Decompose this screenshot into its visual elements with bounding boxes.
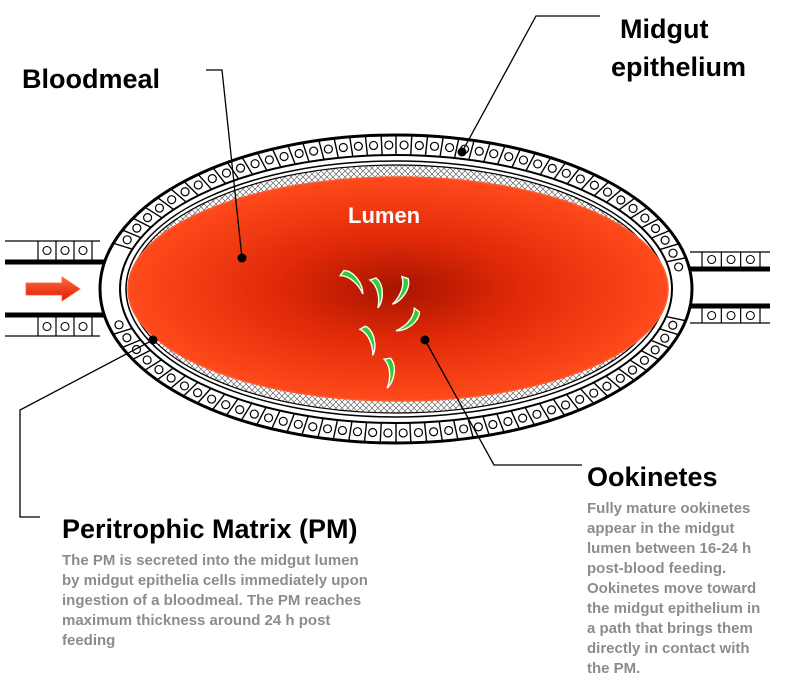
- ookinete-icon: [368, 277, 383, 309]
- ookinetes-leader: [424, 339, 582, 466]
- ookinetes-title: Ookinetes: [587, 462, 718, 492]
- ookinetes-group: [338, 269, 421, 389]
- ookinetes-description: Fully mature ookinetes appear in the mid…: [587, 499, 760, 679]
- pm-description: The PM is secreted into the midgut lumen…: [62, 551, 368, 651]
- pm-desc-line: maximum thickness around 24 h post: [62, 612, 331, 629]
- ookinete-icon: [395, 306, 421, 332]
- bloodmeal-leader: [206, 69, 243, 259]
- ookinetes-desc-line: Ookinetes move toward: [587, 580, 757, 597]
- ookinetes-desc-line: lumen between 16-24 h: [587, 540, 752, 557]
- ookinetes-desc-line: a path that brings them: [587, 620, 753, 637]
- pm-desc-line: The PM is secreted into the midgut lumen: [62, 552, 359, 569]
- ookinete-icon: [382, 357, 396, 389]
- ookinete-icon: [391, 275, 410, 305]
- ookinetes-desc-line: the PM.: [587, 660, 641, 677]
- lumen-bloodmeal: [127, 176, 669, 402]
- outlet-tube: [690, 251, 770, 324]
- midgut-label-line2: epithelium: [611, 52, 747, 82]
- ookinete-icon: [358, 325, 376, 356]
- pm-leader: [19, 339, 154, 518]
- midgut-leader: [461, 15, 600, 153]
- pm-desc-line: ingestion of a bloodmeal. The PM reaches: [62, 592, 362, 609]
- pm-desc-line: feeding: [62, 632, 116, 649]
- pm-title: Peritrophic Matrix (PM): [62, 514, 358, 544]
- ookinetes-desc-line: directly in contact with: [587, 640, 750, 657]
- ookinetes-desc-line: Fully mature ookinetes: [587, 500, 751, 517]
- ookinetes-desc-line: appear in the midgut: [587, 520, 735, 537]
- inlet-tube: [5, 240, 108, 337]
- pm-desc-line: by midgut epithelia cells immediately up…: [62, 572, 368, 589]
- bloodmeal-label: Bloodmeal: [22, 64, 161, 94]
- ookinetes-desc-line: the midgut epithelium in: [587, 600, 761, 617]
- leader-lines: [19, 15, 600, 518]
- ookinetes-desc-line: post-blood feeding.: [587, 560, 727, 577]
- ookinete-icon: [338, 269, 364, 295]
- lumen-label: Lumen: [348, 203, 421, 228]
- midgut-label-line1: Midgut: [620, 14, 709, 44]
- right-arrow-icon: [25, 276, 81, 302]
